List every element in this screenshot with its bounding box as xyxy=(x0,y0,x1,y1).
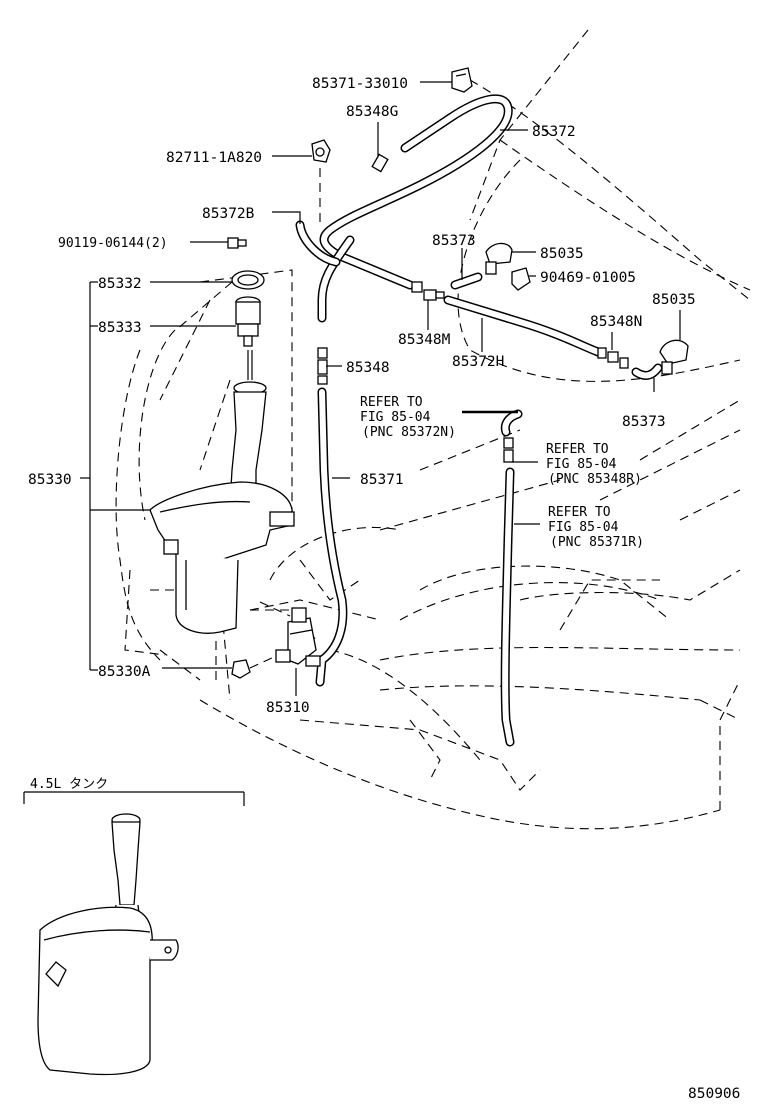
ref1-line2: FIG 85-04 xyxy=(360,410,431,425)
label-85035-right: 85035 xyxy=(652,292,696,308)
label-85310: 85310 xyxy=(266,700,310,716)
hose-85371 xyxy=(315,387,348,687)
leader-lines xyxy=(80,81,681,696)
ref3-line3: (PNC 85371R) xyxy=(550,535,644,550)
label-85371-33010: 85371-33010 xyxy=(312,76,408,92)
clip-85371-33010 xyxy=(451,67,473,93)
clip-90469 xyxy=(511,267,531,291)
hose-85372 xyxy=(319,94,513,290)
label-85348G: 85348G xyxy=(346,104,398,120)
label-82711-1A820: 82711-1A820 xyxy=(166,150,262,166)
label-85333: 85333 xyxy=(98,320,142,336)
ref3-line2: FIG 85-04 xyxy=(548,520,619,535)
hose-85373-top xyxy=(450,272,483,290)
label-85372H: 85372H xyxy=(452,354,504,370)
clamp-82711 xyxy=(311,139,331,163)
label-85348M: 85348M xyxy=(398,332,451,348)
hose-85372B xyxy=(295,220,355,323)
hose-85371R xyxy=(500,467,515,747)
label-85373-top: 85373 xyxy=(432,233,476,249)
label-85372: 85372 xyxy=(532,124,576,140)
bolt-90119 xyxy=(227,237,247,249)
joint-85348N xyxy=(597,347,629,369)
joint-85348G xyxy=(371,153,389,173)
label-85371: 85371 xyxy=(360,472,404,488)
label-85330: 85330 xyxy=(28,472,72,488)
label-85373-right: 85373 xyxy=(622,414,666,430)
tank-inset xyxy=(23,791,245,1076)
gasket-85332 xyxy=(231,270,265,290)
label-85348: 85348 xyxy=(346,360,390,376)
grommet-85330A xyxy=(231,659,251,679)
pump-85310 xyxy=(275,607,321,667)
nozzle-85035-right xyxy=(659,339,689,375)
nozzle-85035-top xyxy=(485,242,513,275)
ref1-line1: REFER TO xyxy=(360,395,423,410)
label-85035-top: 85035 xyxy=(540,246,584,262)
reservoir-bracket-outline xyxy=(175,269,317,680)
hose-85372N xyxy=(500,409,523,437)
ref2-line1: REFER TO xyxy=(546,442,609,457)
label-85372B: 85372B xyxy=(202,206,255,222)
hose-85373-right xyxy=(631,363,663,380)
ref2-line3: (PNC 85348R) xyxy=(548,472,642,487)
figure-number: 850906 xyxy=(688,1086,740,1102)
hose-85372H xyxy=(443,295,603,357)
label-90119-06144: 90119-06144(2) xyxy=(58,236,168,251)
ref1-line3: (PNC 85372N) xyxy=(362,425,456,440)
joint-85348 xyxy=(317,347,328,385)
ref2-line2: FIG 85-04 xyxy=(546,457,617,472)
label-90469-01005: 90469-01005 xyxy=(540,270,636,286)
label-85330A: 85330A xyxy=(98,664,151,680)
joint-85348M xyxy=(411,281,445,301)
reservoir-85330 xyxy=(149,381,295,634)
label-85348N: 85348N xyxy=(590,314,642,330)
joint-85348R xyxy=(503,437,514,463)
level-switch-85333 xyxy=(235,296,261,380)
ref3-line1: REFER TO xyxy=(548,505,611,520)
label-85332: 85332 xyxy=(98,276,142,292)
tank-caption: 4.5L タンク xyxy=(30,777,108,792)
